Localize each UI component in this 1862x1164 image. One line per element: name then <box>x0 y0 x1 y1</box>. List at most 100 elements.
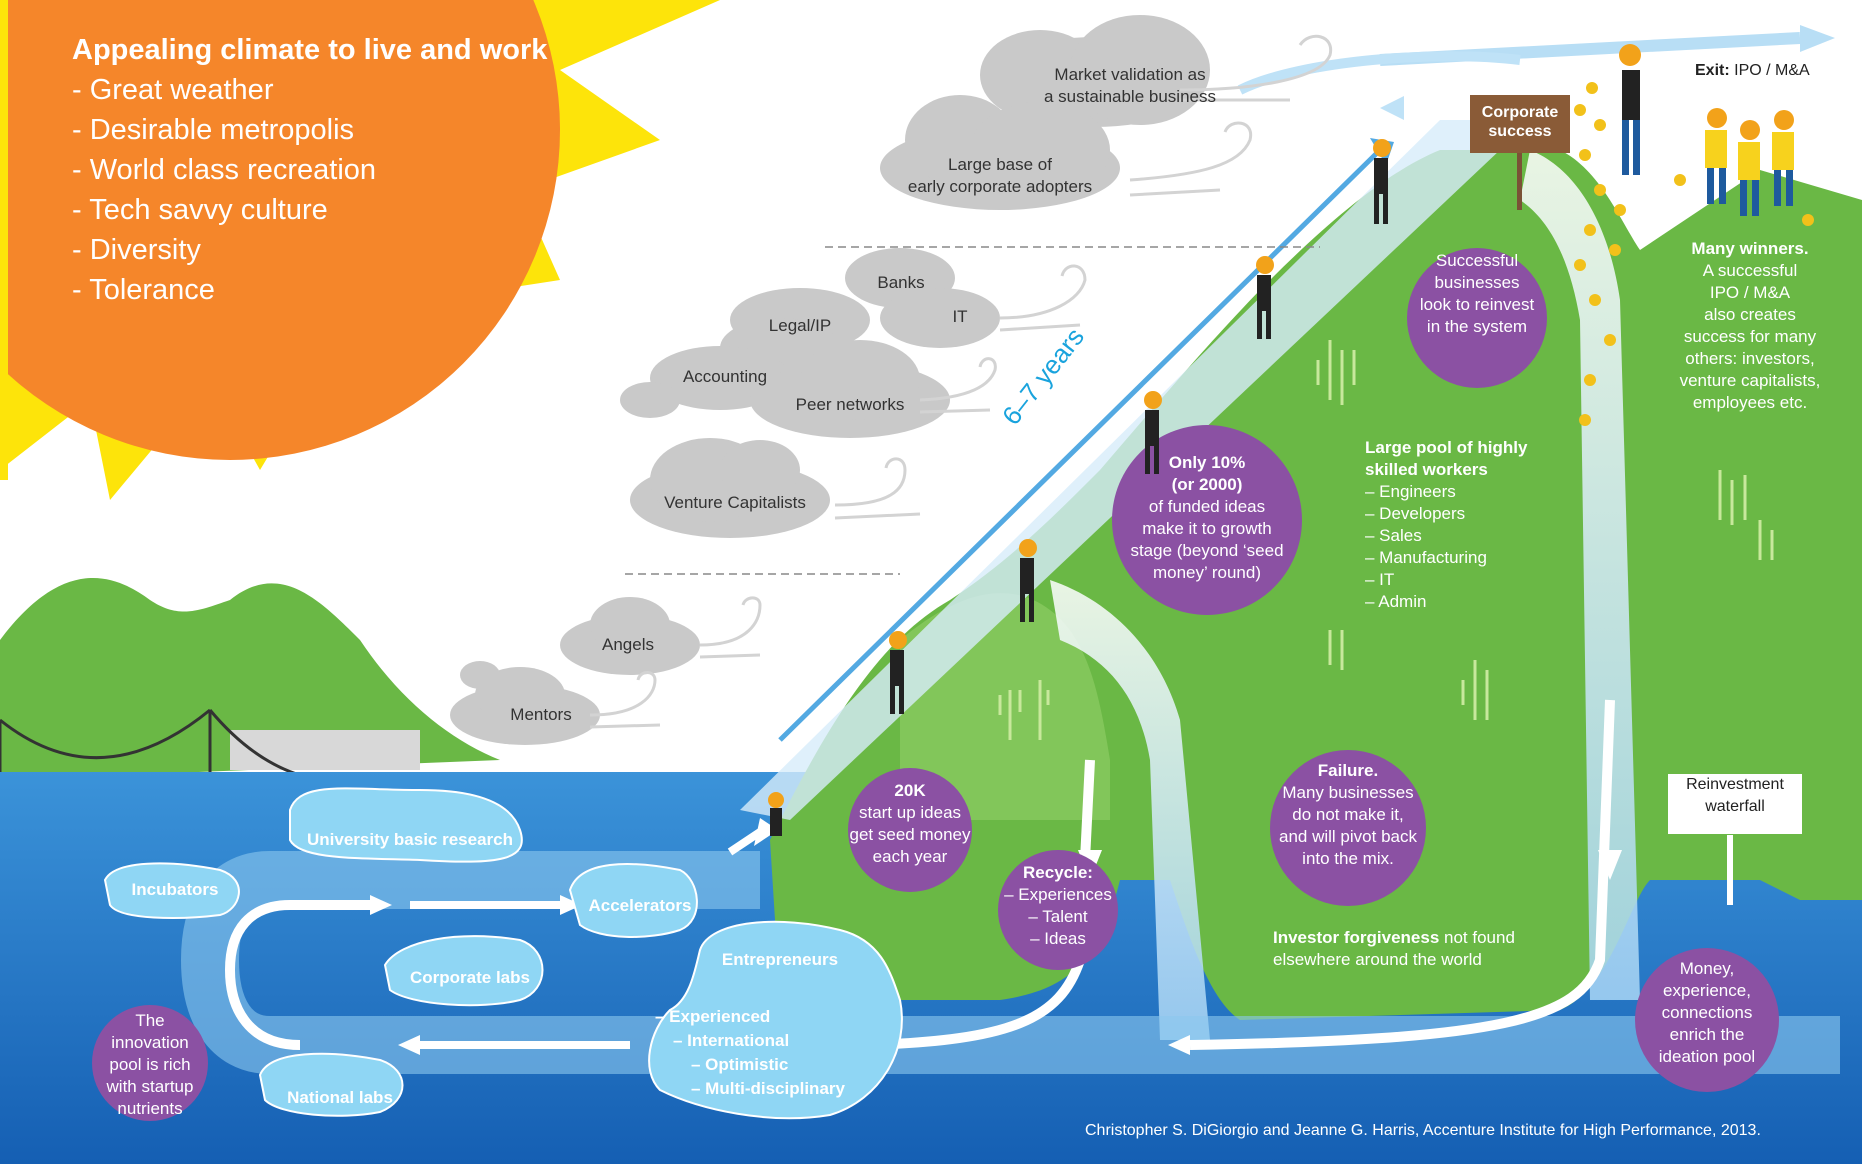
exit-label: Exit: IPO / M&A <box>1695 62 1810 80</box>
bubble-only10: Only 10% (or 2000) of funded ideas make … <box>1117 452 1297 584</box>
bubble-line: 20K <box>894 781 926 800</box>
exit-bold: Exit: <box>1695 62 1730 79</box>
bubble-line: of funded ideas <box>1148 497 1266 516</box>
bubble-line: – Talent <box>1028 907 1088 926</box>
entrepreneur-item: – International <box>673 1031 790 1050</box>
sun-item: - Tech savvy culture <box>72 194 328 226</box>
workers-item: – Developers <box>1365 504 1466 523</box>
bubble-line: look to reinvest <box>1419 295 1535 314</box>
coins <box>1574 82 1814 426</box>
bubble-reinvest: Successful businesses look to reinvest i… <box>1407 250 1547 338</box>
growth-ramp <box>740 120 1500 820</box>
bubble-line: nutrients <box>117 1099 183 1118</box>
workers-item: – Engineers <box>1365 482 1456 501</box>
bubble-line: money’ round) <box>1152 563 1262 582</box>
sign-text: Corporate <box>1481 104 1559 121</box>
winners-line: also creates <box>1704 305 1796 324</box>
bubble-line: and will pivot back <box>1279 827 1417 846</box>
cloud-text: a sustainable business <box>1043 87 1216 106</box>
sun <box>0 0 720 500</box>
failure-waterfall <box>1050 580 1210 1040</box>
sun-item: - Tolerance <box>72 274 215 306</box>
bubble-line: enrich the <box>1669 1025 1745 1044</box>
cloud-peer-networks: Peer networks <box>795 395 905 414</box>
cloud-legal: Legal/IP <box>768 316 832 335</box>
entrepreneur-item: – Optimistic <box>691 1055 789 1074</box>
workers-item: – IT <box>1365 570 1395 589</box>
winners-text: Many winners. A successful IPO / M&A als… <box>1660 238 1840 414</box>
winners-line: IPO / M&A <box>1709 283 1791 302</box>
bubble-line: stage (beyond ‘seed <box>1130 541 1284 560</box>
wind-swirls <box>589 34 1333 729</box>
pool-blobs <box>103 787 903 1120</box>
city-skyline <box>230 730 420 770</box>
cloud-text: Large base of <box>948 155 1052 174</box>
bubble-line: The <box>135 1011 165 1030</box>
bubble-line: Only 10% <box>1168 453 1246 472</box>
cloud-banks: Banks <box>877 273 925 292</box>
clouds <box>450 15 1210 745</box>
sun-item: - Diversity <box>72 234 201 266</box>
forgiveness-line: not found <box>1439 928 1515 947</box>
bubble-line: into the mix. <box>1302 849 1394 868</box>
bubble-line: connections <box>1661 1003 1753 1022</box>
left-hill <box>0 577 500 780</box>
bubble-line: experience, <box>1663 981 1751 1000</box>
cloud-market-validation: Market validation as a sustainable busin… <box>1010 64 1250 108</box>
reinvest-line: waterfall <box>1705 798 1765 815</box>
pool-university: University basic research <box>306 830 513 849</box>
winners-line: others: investors, <box>1685 349 1815 368</box>
bubble-line: each year <box>872 847 948 866</box>
workers-heading: skilled workers <box>1365 460 1488 479</box>
workers-item: – Sales <box>1365 526 1422 545</box>
entrepreneur-item: – Multi-disciplinary <box>691 1079 845 1098</box>
exit-text: IPO / M&A <box>1729 62 1810 79</box>
bubble-seed: 20K start up ideas get seed money each y… <box>840 780 980 868</box>
winners-line: Many winners. <box>1691 239 1809 258</box>
bubble-line: innovation <box>111 1033 189 1052</box>
cloud-angels: Angels <box>602 635 654 654</box>
cloud-text: early corporate adopters <box>907 177 1093 196</box>
sign-text: success <box>1488 123 1552 140</box>
pool-incubators: Incubators <box>131 880 219 899</box>
sun-item: - Desirable metropolis <box>72 114 355 146</box>
pool-entrepreneurs: Entrepreneurs <box>721 950 839 969</box>
reinvest-line: Reinvestment <box>1686 776 1784 793</box>
bubble-line: Money, <box>1679 959 1735 978</box>
bubble-line: (or 2000) <box>1171 475 1243 494</box>
purple-bubbles <box>92 248 1779 1121</box>
workers-item: – Manufacturing <box>1365 548 1487 567</box>
winners-line: employees etc. <box>1692 393 1808 412</box>
pool-accelerators: Accelerators <box>588 896 692 915</box>
winner-figures <box>1619 44 1794 216</box>
bubble-line: ideation pool <box>1658 1047 1756 1066</box>
bubble-line: Recycle: <box>1023 863 1093 882</box>
workers-text: Large pool of highly skilled workers – E… <box>1365 437 1565 613</box>
pool-corporate-labs: Corporate labs <box>410 968 530 987</box>
bubble-line: do not make it, <box>1292 805 1404 824</box>
forgiveness-bold: Investor forgiveness <box>1273 928 1440 947</box>
sign-label: Corporate success <box>1472 103 1568 141</box>
bubble-line: get seed money <box>849 825 971 844</box>
cloud-it: IT <box>952 307 968 326</box>
entrepreneur-items: – Experienced – International – Optimist… <box>655 1005 885 1101</box>
climber-figures <box>768 139 1391 836</box>
bubble-line: businesses <box>1434 273 1520 292</box>
reinvestment-waterfall-label: Reinvestment waterfall <box>1668 774 1802 834</box>
forgiveness-text: Investor forgiveness not found elsewhere… <box>1273 927 1563 971</box>
sun-item: - Great weather <box>72 74 274 106</box>
bubble-line: in the system <box>1426 317 1528 336</box>
bubble-line: with startup <box>106 1077 194 1096</box>
cloud-corporate-adopters: Large base of early corporate adopters <box>880 154 1120 198</box>
corporate-success-sign <box>1470 95 1570 153</box>
bubble-line: start up ideas <box>858 803 962 822</box>
winners-line: venture capitalists, <box>1679 371 1821 390</box>
cloud-mentors: Mentors <box>510 705 572 724</box>
workers-heading: Large pool of highly <box>1365 438 1528 457</box>
bubble-line: – Experiences <box>1004 885 1112 904</box>
workers-item: – Admin <box>1365 592 1427 611</box>
bubble-line: Many businesses <box>1282 783 1414 802</box>
winners-line: success for many <box>1683 327 1817 346</box>
plants <box>998 340 1774 740</box>
